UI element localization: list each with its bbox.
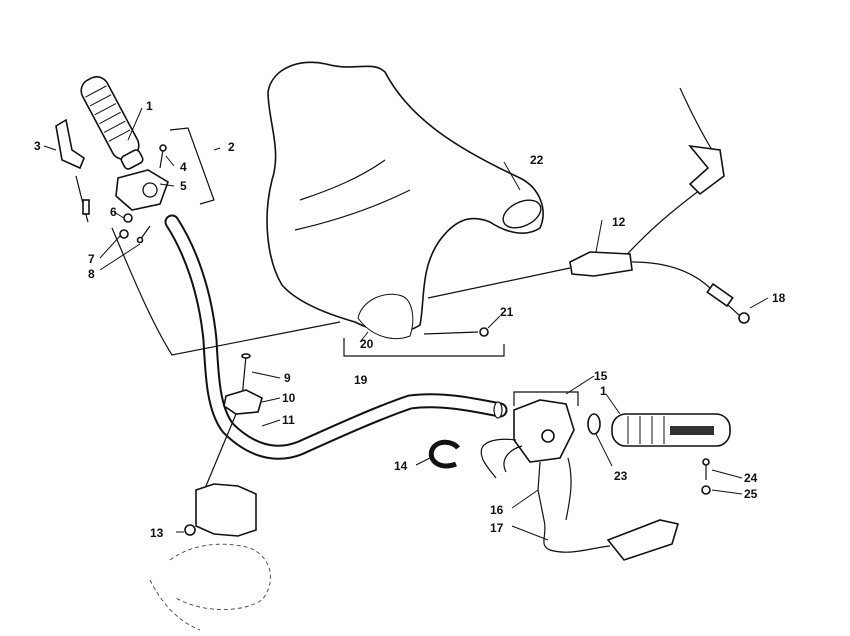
lanyard-strap: [606, 519, 680, 561]
bracket-19: [343, 338, 505, 357]
throttle-cable: [619, 87, 743, 319]
washer-6: [123, 213, 133, 223]
callout-3: 3: [34, 139, 41, 153]
handlebar-clamp: [223, 389, 263, 415]
callout-8: 8: [88, 267, 95, 281]
callout-24: 24: [744, 471, 758, 485]
throttle-lever: [55, 118, 85, 170]
callout-6: 6: [110, 205, 117, 219]
callout-21: 21: [500, 305, 514, 319]
bracket-15: [513, 391, 579, 406]
callout-13: 13: [150, 526, 164, 540]
steering-column: [149, 483, 271, 631]
cable-end-nut: [738, 312, 750, 324]
cable-junction: [569, 251, 633, 277]
callout-12: 12: [612, 215, 626, 229]
callouts: 1 2 3 4 5 6 7 8 9 10 11 12 13 14 15 1 16…: [34, 99, 786, 540]
callout-18: 18: [772, 291, 786, 305]
bracket-2: [169, 127, 215, 205]
switch-wiring: [480, 438, 523, 479]
routing-line-left: [111, 227, 341, 356]
handlebar-pad: [266, 61, 544, 333]
leader-lines: [43, 107, 769, 541]
pad-end-opening: [502, 199, 542, 229]
switch-housing: [513, 399, 575, 463]
throttle-cable-stub: [75, 175, 90, 223]
routing-line-right: [427, 267, 571, 299]
callout-19: 19: [354, 373, 368, 387]
callout-15: 15: [594, 369, 608, 383]
nut-25: [701, 485, 711, 495]
spacer-23: [587, 413, 601, 435]
pad-screw: [423, 327, 489, 337]
split-ring: [428, 439, 460, 469]
handlebar-tube: [164, 214, 508, 460]
screw-24: [702, 458, 710, 480]
callout-17: 17: [490, 521, 504, 535]
pad-foam-section: [357, 293, 414, 340]
left-grip: [80, 76, 144, 170]
callout-11: 11: [282, 413, 295, 427]
callout-7: 7: [88, 252, 95, 266]
throttle-housing: [115, 169, 169, 211]
callout-22: 22: [530, 153, 544, 167]
callout-5: 5: [180, 179, 187, 193]
callout-1-right: 1: [600, 384, 607, 398]
callout-9: 9: [284, 371, 291, 385]
callout-14: 14: [394, 459, 408, 473]
callout-23: 23: [614, 469, 628, 483]
callout-2: 2: [228, 140, 235, 154]
housing-screw: [159, 144, 167, 169]
callout-4: 4: [180, 160, 187, 174]
callout-10: 10: [282, 391, 296, 405]
callout-20: 20: [360, 337, 374, 351]
callout-16: 16: [490, 503, 504, 517]
callout-1-left: 1: [146, 99, 153, 113]
washer-7: [119, 229, 129, 239]
screw-8: [136, 225, 151, 244]
callout-25: 25: [744, 487, 758, 501]
lanyard-cord: [537, 457, 611, 553]
right-grip: [611, 413, 731, 447]
